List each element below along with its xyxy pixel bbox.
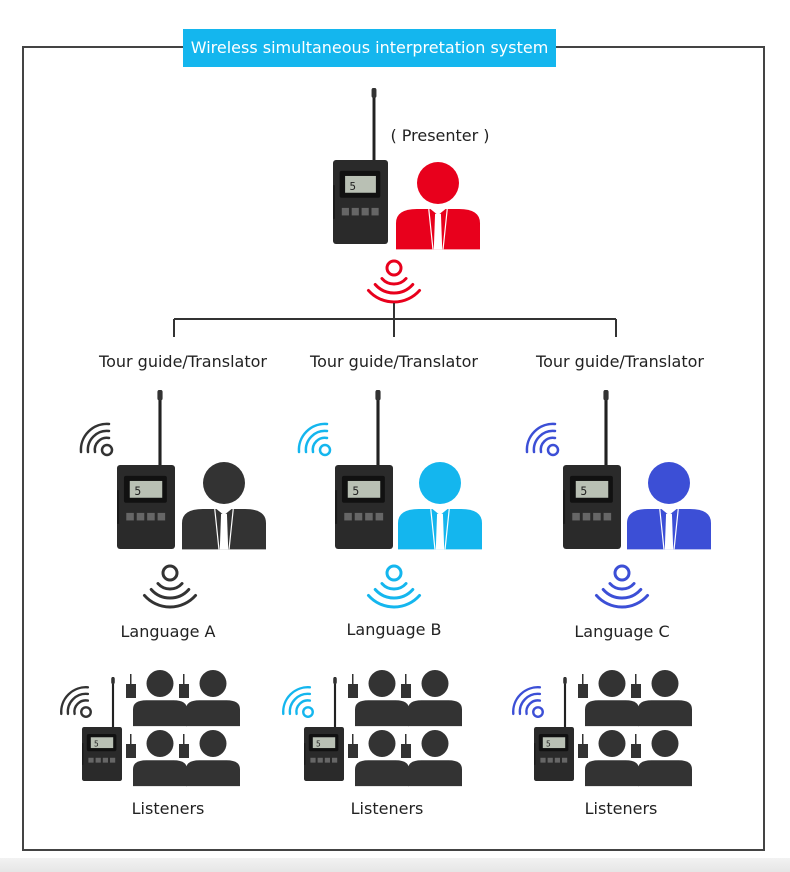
- guide-label-a: Tour guide/Translator: [99, 352, 267, 371]
- diagram-title: Wireless simultaneous interpretation sys…: [183, 29, 556, 67]
- receiver-icon: [631, 674, 641, 698]
- svg-text:5: 5: [316, 739, 321, 748]
- person-icon: [627, 462, 711, 550]
- receiver-icon: [126, 674, 136, 698]
- wireless-transmitter-icon: 5: [563, 390, 621, 549]
- signal-waves-icon: [366, 564, 422, 609]
- svg-text:5: 5: [350, 180, 357, 193]
- svg-text:5: 5: [352, 484, 359, 498]
- signal-waves-icon: [594, 564, 650, 609]
- signal-waves-icon: [512, 686, 544, 718]
- person-icon: [355, 670, 409, 727]
- signal-waves-icon: [525, 422, 560, 457]
- person-icon: [408, 730, 462, 787]
- person-icon: [133, 730, 187, 787]
- person-icon: [355, 730, 409, 787]
- svg-text:5: 5: [134, 484, 141, 498]
- person-icon: [585, 730, 639, 787]
- bottom-shadow: [0, 858, 790, 872]
- wireless-transmitter-icon: 5: [117, 390, 175, 549]
- wireless-transmitter-icon: 5: [534, 677, 574, 781]
- wireless-transmitter-icon: 5: [335, 390, 393, 549]
- receiver-icon: [179, 734, 189, 758]
- connector-lines: [173, 303, 617, 337]
- receiver-icon: [401, 674, 411, 698]
- receiver-icon: [348, 734, 358, 758]
- signal-waves-icon: [142, 564, 198, 609]
- wireless-transmitter-icon: 5: [82, 677, 122, 781]
- receiver-icon: [179, 674, 189, 698]
- signal-waves-icon: [297, 422, 332, 457]
- signal-waves-icon: [79, 422, 114, 457]
- person-icon: [396, 162, 480, 250]
- svg-text:5: 5: [94, 739, 99, 748]
- svg-text:5: 5: [580, 484, 587, 498]
- person-icon: [638, 670, 692, 727]
- receiver-icon: [401, 734, 411, 758]
- wireless-transmitter-icon: 5: [333, 88, 388, 244]
- listeners-label-b: Listeners: [350, 799, 424, 818]
- guide-label-c: Tour guide/Translator: [536, 352, 704, 371]
- receiver-icon: [126, 734, 136, 758]
- guide-label-b: Tour guide/Translator: [310, 352, 478, 371]
- presenter-label: ( Presenter ): [390, 126, 490, 145]
- listeners-label-a: Listeners: [131, 799, 205, 818]
- receiver-icon: [348, 674, 358, 698]
- person-icon: [408, 670, 462, 727]
- language-label-a: Language A: [120, 622, 216, 641]
- person-icon: [133, 670, 187, 727]
- receiver-icon: [631, 734, 641, 758]
- person-icon: [186, 730, 240, 787]
- svg-text:5: 5: [546, 739, 551, 748]
- person-icon: [398, 462, 482, 550]
- wireless-transmitter-icon: 5: [304, 677, 344, 781]
- person-icon: [638, 730, 692, 787]
- signal-waves-icon: [366, 259, 422, 304]
- person-icon: [186, 670, 240, 727]
- signal-waves-icon: [60, 686, 92, 718]
- receiver-icon: [578, 734, 588, 758]
- receiver-icon: [578, 674, 588, 698]
- signal-waves-icon: [282, 686, 314, 718]
- language-label-c: Language C: [574, 622, 670, 641]
- person-icon: [585, 670, 639, 727]
- language-label-b: Language B: [346, 620, 442, 639]
- listeners-label-c: Listeners: [584, 799, 658, 818]
- person-icon: [182, 462, 266, 550]
